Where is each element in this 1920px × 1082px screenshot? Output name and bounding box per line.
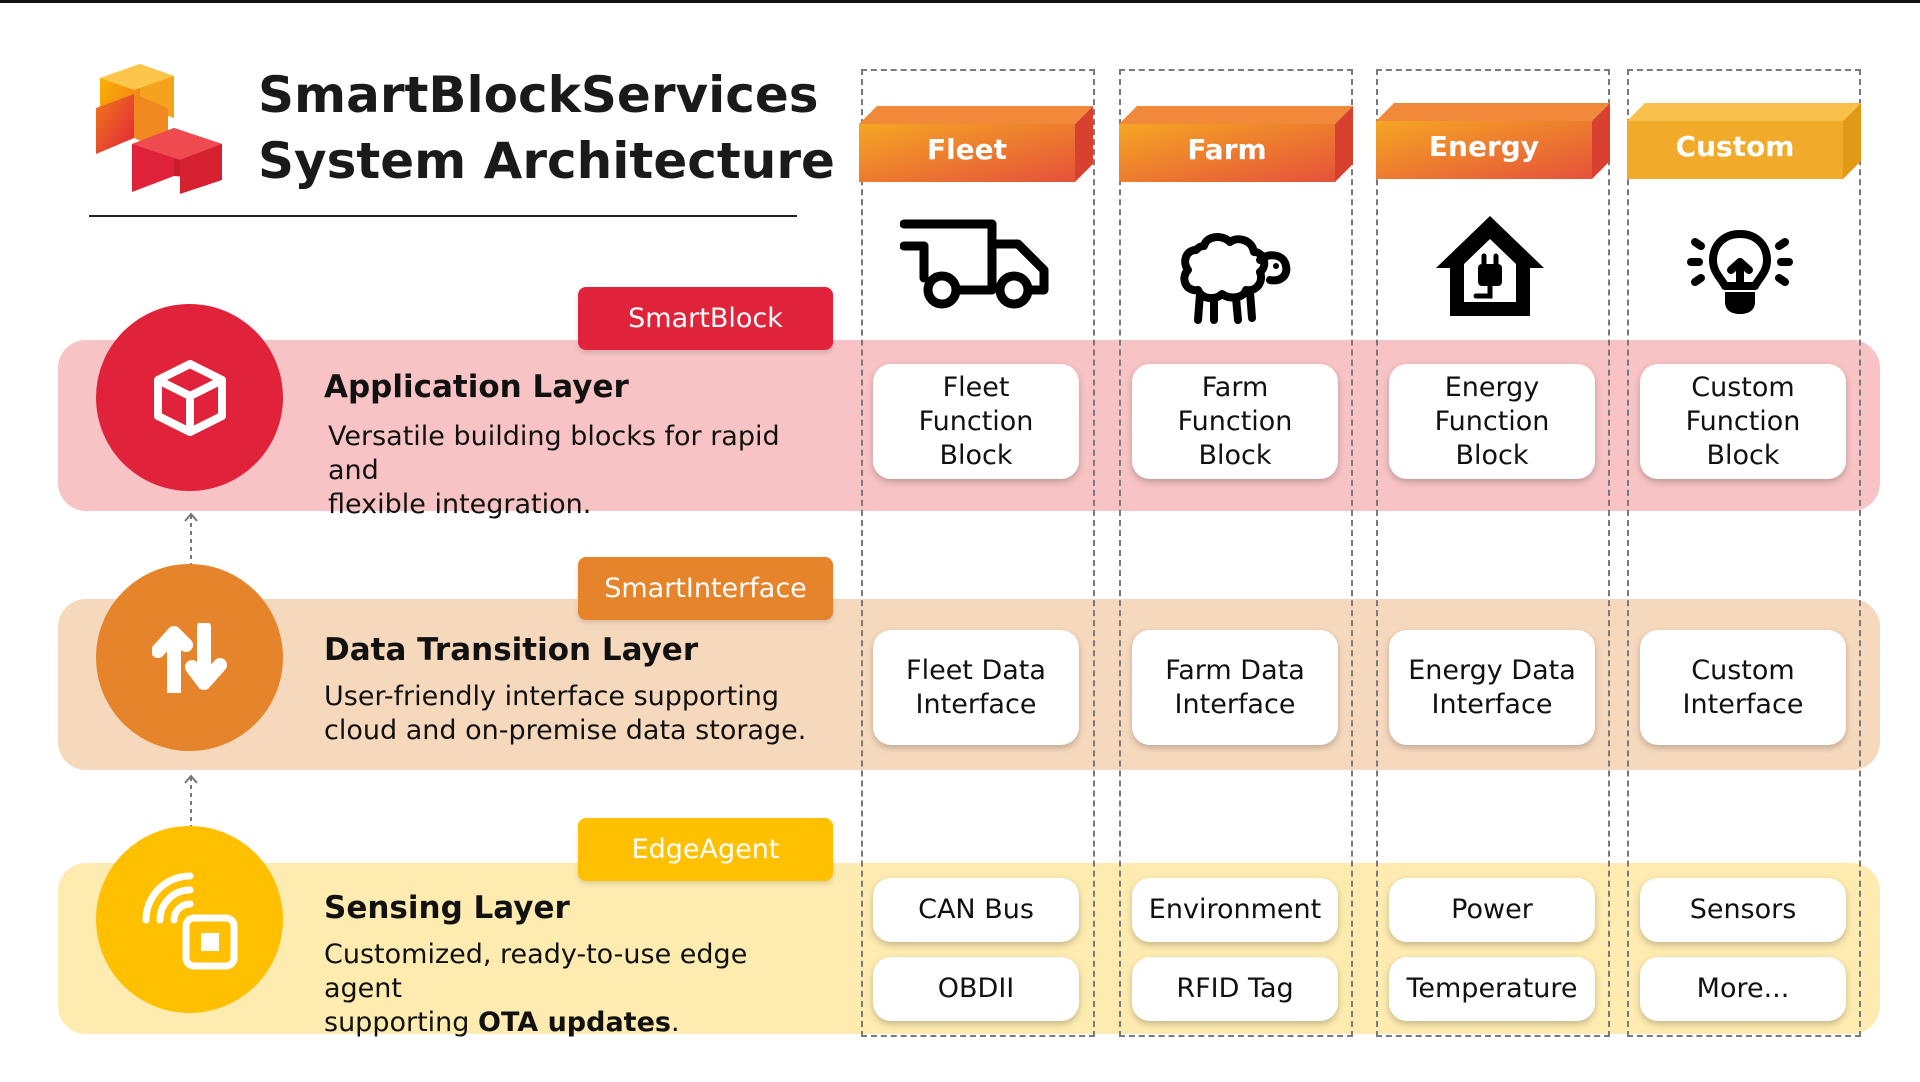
application-layer-circle (96, 304, 283, 491)
lightbulb-icon (1687, 230, 1793, 314)
page-title: SmartBlockServices System Architecture (258, 62, 835, 194)
box-text: Function (1434, 405, 1550, 437)
environment-box: Environment (1132, 878, 1338, 942)
description-line: User-friendly interface supporting (324, 681, 780, 712)
title-divider (89, 215, 797, 217)
sensors-box: Sensors (1640, 878, 1846, 942)
box-text: Energy Data (1408, 654, 1576, 686)
custom-header-block (1627, 103, 1861, 179)
farm-column (1119, 69, 1353, 1037)
arrow-up-icon (184, 774, 198, 827)
fleet-function-block: Fleet Function Block (873, 364, 1079, 479)
can-bus-box: CAN Bus (873, 878, 1079, 942)
fleet-column (861, 69, 1095, 1037)
power-box: Power (1389, 878, 1595, 942)
box-text: Farm Data (1165, 654, 1305, 686)
title-line-2: System Architecture (258, 132, 835, 190)
description-line: flexible integration. (328, 489, 592, 520)
fleet-header-block (859, 106, 1093, 182)
description-text: supporting (324, 1007, 478, 1038)
box-text: Function (1685, 405, 1801, 437)
box-text: Interface (1431, 688, 1553, 720)
box-text: Energy (1444, 371, 1540, 403)
farm-data-interface: Farm Data Interface (1132, 630, 1338, 745)
box-text: Function (1177, 405, 1293, 437)
description-line: cloud and on-premise data storage. (324, 715, 807, 746)
description-text: . (670, 1007, 680, 1038)
truck-icon (900, 219, 1049, 309)
custom-interface: Custom Interface (1640, 630, 1846, 745)
arrow-up-icon (184, 512, 198, 565)
top-border (0, 0, 1920, 3)
energy-data-interface: Energy Data Interface (1389, 630, 1595, 745)
box-text: Interface (1682, 688, 1804, 720)
description-line: supporting OTA updates. (324, 1006, 824, 1040)
custom-column (1627, 69, 1861, 1037)
energy-column-title: Energy (1428, 130, 1540, 163)
custom-column-title: Custom (1675, 130, 1795, 163)
sheep-icon (1180, 233, 1291, 324)
energy-function-block: Energy Function Block (1389, 364, 1595, 479)
box-text: Farm (1201, 371, 1269, 403)
custom-function-block: Custom Function Block (1640, 364, 1846, 479)
box-text: Fleet Data (906, 654, 1046, 686)
fleet-column-title: Fleet (926, 133, 1008, 166)
smartinterface-tag: SmartInterface (578, 557, 833, 620)
energy-column (1376, 69, 1610, 1037)
rfid-tag-box: RFID Tag (1132, 957, 1338, 1021)
more-box: More... (1640, 957, 1846, 1021)
description-line: Customized, ready-to-use edge agent (324, 939, 748, 1004)
sensing-layer-title: Sensing Layer (324, 890, 570, 926)
farm-function-block: Farm Function Block (1132, 364, 1338, 479)
title-line-1: SmartBlockServices (258, 66, 819, 124)
energy-header-block (1376, 103, 1610, 179)
box-text: Block (1706, 439, 1780, 471)
box-text: Function (918, 405, 1034, 437)
up-down-arrows-icon (151, 622, 227, 693)
cube-icon (153, 359, 226, 436)
box-text: Block (1455, 439, 1529, 471)
signal-chip-icon (142, 872, 237, 969)
obdii-box: OBDII (873, 957, 1079, 1021)
data-transition-layer-circle (96, 564, 283, 751)
box-text: Block (939, 439, 1013, 471)
box-text: Custom (1691, 371, 1795, 403)
stacked-cubes-icon (96, 64, 222, 194)
data-transition-layer-title: Data Transition Layer (324, 632, 699, 668)
application-layer-title: Application Layer (324, 369, 629, 405)
box-text: Fleet (942, 371, 1010, 403)
data-transition-layer-description: User-friendly interface supporting cloud… (324, 680, 824, 748)
application-layer-description: Versatile building blocks for rapid and … (328, 420, 828, 522)
farm-header-block (1119, 106, 1353, 182)
farm-column-title: Farm (1187, 133, 1267, 166)
box-text: Block (1198, 439, 1272, 471)
description-line: Versatile building blocks for rapid and (328, 421, 780, 486)
fleet-data-interface: Fleet Data Interface (873, 630, 1079, 745)
box-text: Interface (1174, 688, 1296, 720)
ota-updates-text: OTA updates (478, 1007, 671, 1038)
house-plug-icon (1436, 216, 1544, 316)
edgeagent-tag: EdgeAgent (578, 818, 833, 881)
sensing-layer-description: Customized, ready-to-use edge agent supp… (324, 938, 824, 1040)
box-text: Custom (1691, 654, 1795, 686)
sensing-layer-circle (96, 826, 283, 1013)
box-text: Interface (915, 688, 1037, 720)
smartblock-tag: SmartBlock (578, 287, 833, 350)
temperature-box: Temperature (1389, 957, 1595, 1021)
